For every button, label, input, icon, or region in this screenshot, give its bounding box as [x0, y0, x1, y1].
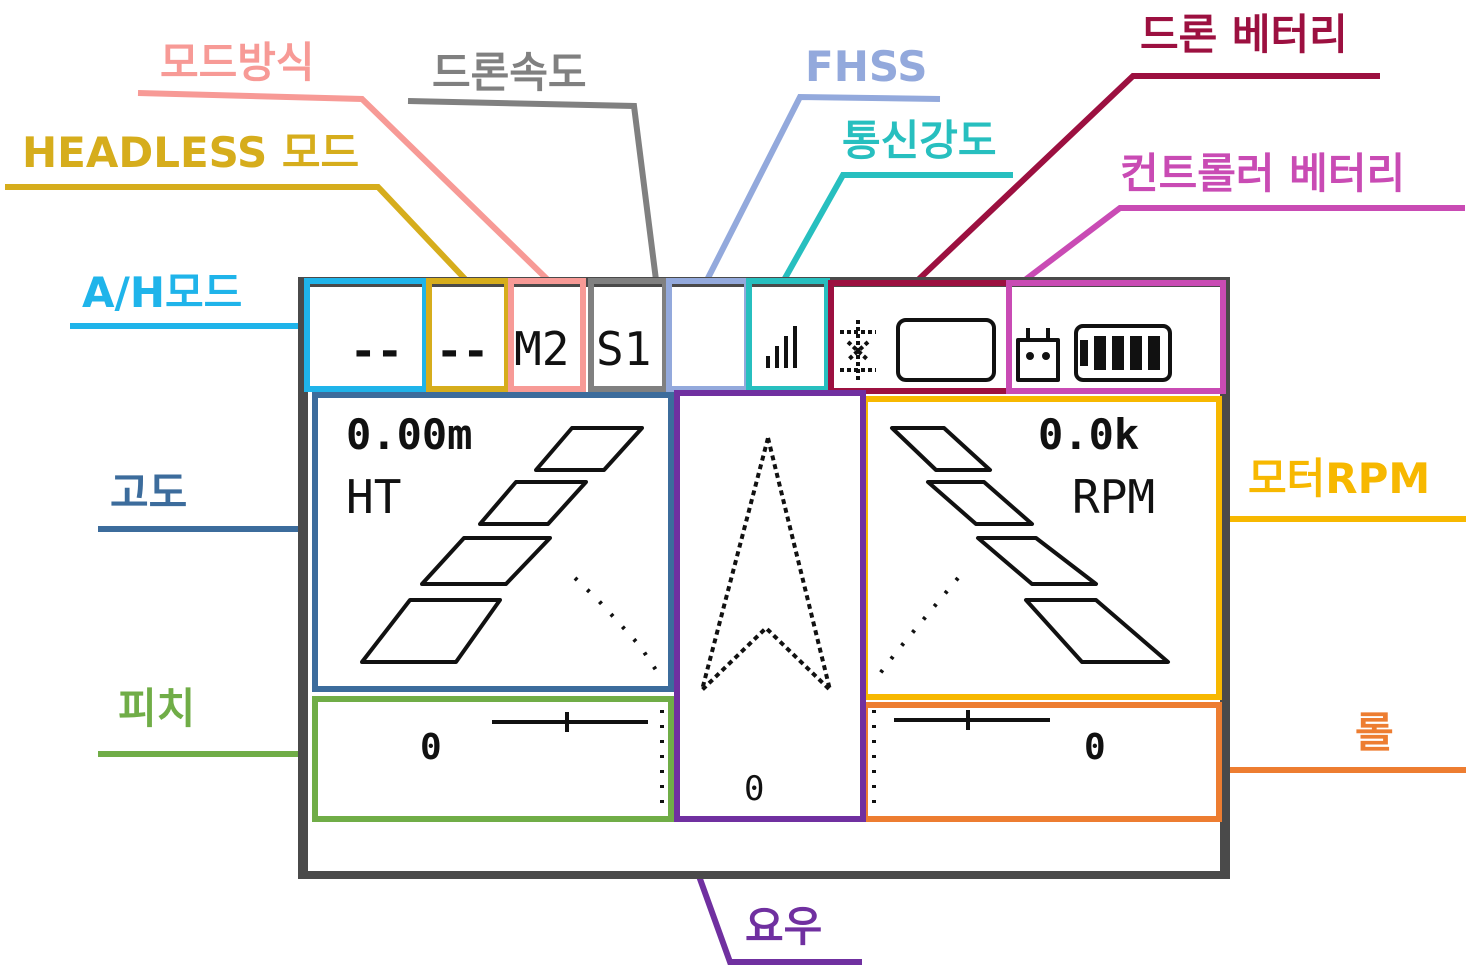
speed-value: S1: [596, 322, 652, 376]
leader-controller-battery: [1023, 205, 1465, 283]
yaw-value: 0: [744, 769, 765, 809]
box-altitude: [312, 392, 674, 692]
label-mode-method: 모드방식: [160, 38, 315, 87]
box-controller-battery: [1006, 280, 1226, 394]
leader-mode: [137, 90, 551, 283]
box-pitch: [312, 696, 674, 822]
box-speed: [588, 278, 668, 392]
rpm-ladder-icon: [876, 426, 1170, 678]
label-drone-battery: 드론 베터리: [1140, 10, 1348, 59]
box-fhss: [666, 278, 750, 392]
label-roll: 롤: [1355, 708, 1394, 757]
altitude-value: 0.00m: [346, 410, 473, 459]
headless-value: --: [436, 326, 489, 377]
drone-battery-empty-icon: [840, 318, 996, 382]
pitch-value: 0: [420, 727, 442, 768]
leader-fhss: [704, 93, 941, 282]
box-mode: [508, 278, 586, 392]
roll-indicator-icon: [872, 710, 1050, 812]
box-ah-mode: [304, 278, 428, 392]
pitch-indicator-icon: [492, 710, 664, 812]
label-fhss: FHSS: [805, 42, 928, 91]
lcd-screen: [308, 287, 1220, 871]
box-roll: [862, 702, 1222, 822]
label-controller-battery: 컨트롤러 베터리: [1120, 149, 1406, 198]
mode-value: M2: [514, 322, 570, 376]
controller-battery-full-icon: [1016, 324, 1172, 382]
leader-drone-battery: [915, 73, 1380, 283]
rpm-unit: RPM: [1072, 470, 1156, 524]
box-yaw: [674, 390, 866, 822]
leader-headless: [5, 184, 469, 283]
altitude-ladder-icon: [360, 426, 662, 678]
label-pitch: 피치: [118, 684, 196, 733]
label-headless-mode: HEADLESS 모드: [22, 128, 360, 177]
label-drone-speed: 드론속도: [432, 48, 587, 97]
heading-arrow-icon: [700, 436, 832, 692]
box-motor-rpm: [862, 396, 1222, 700]
signal-bars-icon: [766, 326, 797, 368]
box-headless: [426, 278, 510, 392]
roll-value: 0: [1084, 727, 1106, 768]
ah-mode-value: --: [350, 326, 403, 377]
altitude-unit: HT: [346, 470, 402, 524]
label-motor-rpm: 모터RPM: [1248, 454, 1431, 503]
label-altitude: 고도: [110, 468, 188, 517]
rpm-value: 0.0k: [1038, 410, 1140, 459]
label-ah-mode: A/H모드: [82, 268, 243, 317]
label-signal-strength: 통신강도: [842, 116, 997, 165]
label-yaw: 요우: [745, 902, 823, 951]
leader-speed: [407, 98, 659, 281]
box-drone-battery: [828, 280, 1012, 394]
leader-signal: [781, 172, 1013, 282]
box-signal: [746, 278, 830, 392]
